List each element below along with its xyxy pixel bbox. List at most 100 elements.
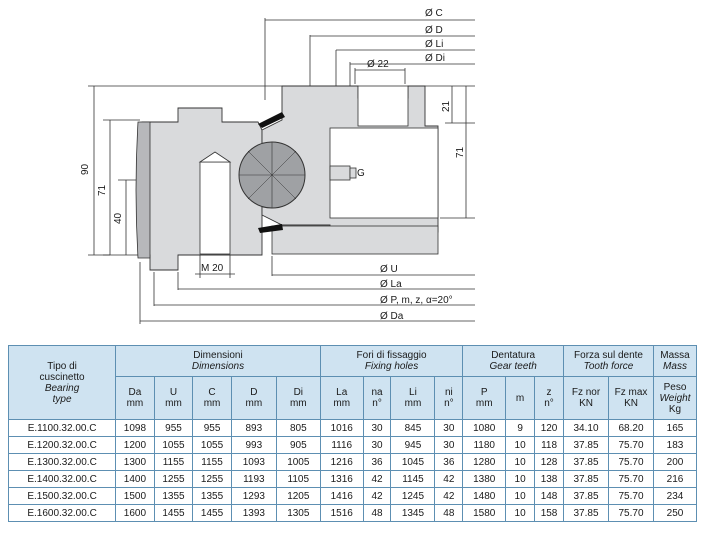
table-cell: 68.20 [608,419,655,437]
m20-dimension [195,255,235,278]
table-cell: 1105 [275,470,321,488]
table-cell: 216 [653,470,697,488]
height-90-label: 90 [80,163,91,175]
bearing-code-cell: E.1200.32.00.C [7,436,117,454]
table-cell: 36 [362,453,392,471]
table-cell: 75.70 [608,487,655,505]
table-cell: 250 [653,504,697,522]
table-cell: 30 [434,436,464,454]
table-cell: 893 [230,419,277,437]
height-40-label: 40 [113,212,124,224]
grease-label: G [357,168,365,179]
table-cell: 1155 [192,453,232,471]
table-cell: 10 [505,453,536,471]
bearing-code-cell: E.1600.32.00.C [7,504,117,522]
inner-fixing-hole [357,85,409,127]
table-cell: 30 [362,436,392,454]
dim-c-label: Ø C [425,8,443,19]
table-cell: 75.70 [608,504,655,522]
table-cell: 1093 [230,453,277,471]
table-cell: 1355 [153,487,194,505]
outer-fixing-hole [199,161,231,255]
bearing-spec-table: Tipo di cuscinetto Bearing type Dimensio… [7,345,697,522]
table-cell: 1416 [319,487,364,505]
table-cell: 10 [505,436,536,454]
table-cell: 10 [505,470,536,488]
table-cell: 9 [505,419,536,437]
grease-nipple [329,165,351,181]
table-cell: 10 [505,487,536,505]
table-cell: 138 [534,470,565,488]
dim-u-label: Ø U [380,264,398,275]
table-cell: 1455 [153,504,194,522]
bearing-code-cell: E.1300.32.00.C [7,453,117,471]
dim-li-label: Ø Li [425,39,443,50]
dim-d-label: Ø D [425,25,443,36]
table-cell: 75.70 [608,470,655,488]
table-cell: 1080 [462,419,507,437]
table-cell: 1255 [192,470,232,488]
table-cell: 42 [434,487,464,505]
table-cell: 1600 [115,504,155,522]
table-cell: 1480 [462,487,507,505]
bearing-cross-section-drawing: Ø C Ø D Ø Li Ø Di Ø 22 90 71 40 21 71 [80,8,475,324]
table-cell: 42 [434,470,464,488]
bearing-code-cell: E.1100.32.00.C [7,419,117,437]
table-cell: 1280 [462,453,507,471]
table-cell: 1016 [319,419,364,437]
header-bearing-type: Tipo di cuscinetto Bearing type [7,345,117,420]
table-cell: 1316 [319,470,364,488]
table-cell: 1055 [192,436,232,454]
table-cell: 48 [434,504,464,522]
table-cell: 1055 [153,436,194,454]
table-cell: 1455 [192,504,232,522]
table-cell: 1516 [319,504,364,522]
table-cell: 120 [534,419,565,437]
top-seal [258,112,285,128]
bottom-seal [258,224,283,233]
table-cell: 37.85 [563,453,610,471]
table-cell: 234 [653,487,697,505]
table-cell: 905 [275,436,321,454]
table-cell: 34.10 [563,419,610,437]
height-21-label: 21 [441,100,452,112]
table-cell: 1116 [319,436,364,454]
bearing-code-cell: E.1400.32.00.C [7,470,117,488]
table-cell: 1305 [275,504,321,522]
table-cell: 42 [362,487,392,505]
bottom-diameter-dimensions [139,256,475,324]
table-cell: 75.70 [608,453,655,471]
table-cell: 1005 [275,453,321,471]
table-cell: 1500 [115,487,155,505]
table-cell: 1355 [192,487,232,505]
table-cell: 36 [434,453,464,471]
table-cell: 1393 [230,504,277,522]
table-cell: 1345 [390,504,436,522]
table-cell: 1098 [115,419,155,437]
table-cell: 1255 [153,470,194,488]
table-cell: 1216 [319,453,364,471]
right-diameter-dimensions [264,18,475,100]
height-71-right-label: 71 [455,146,466,158]
hole-drill-tip [198,151,232,163]
table-cell: 30 [362,419,392,437]
thread-m20-label: M 20 [201,263,224,274]
table-cell: 30 [434,419,464,437]
table-cell: 1200 [115,436,155,454]
table-cell: 37.85 [563,504,610,522]
table-cell: 1380 [462,470,507,488]
